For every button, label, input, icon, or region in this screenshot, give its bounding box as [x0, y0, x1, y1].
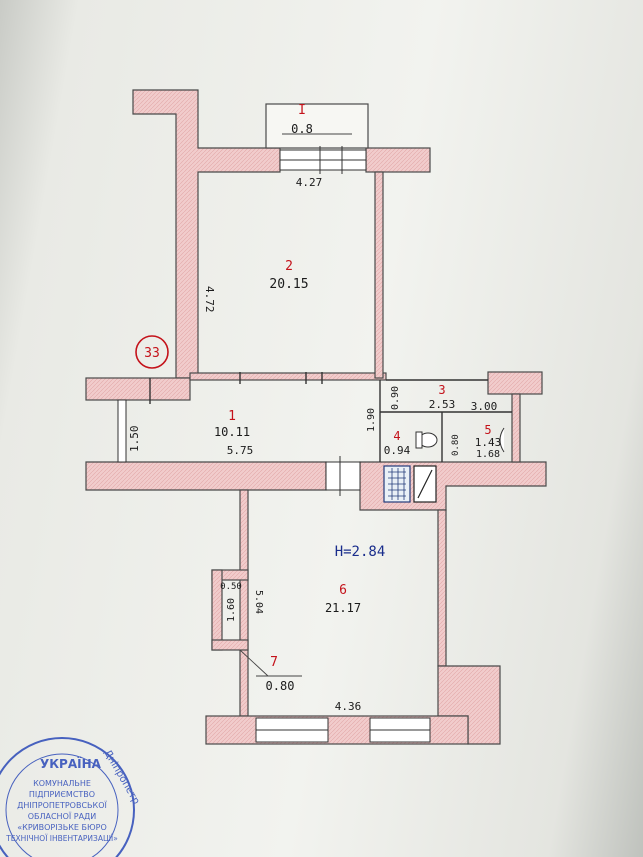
dim-top-width: 4.27 [296, 176, 323, 189]
room-3-number: 3 [438, 383, 445, 397]
official-stamp: УКРАЇНА Дніпропетр КОМУНАЛЬНЕ ПІДПРИЄМСТ… [0, 737, 142, 857]
dim-closet-width: 0.50 [220, 582, 242, 592]
room-labels: I 0.8 2 20.15 1 10.11 3 2.53 4 0.94 5 1.… [144, 103, 501, 693]
room-5-area: 1.43 [475, 436, 502, 449]
stamp-line-3: ДНІПРОПЕТРОВСЬКОЇ [17, 800, 107, 810]
dim-corridor-width: 1.50 [128, 426, 141, 453]
dim-room2-depth: 4.72 [203, 286, 216, 313]
room-6-number: 6 [339, 583, 347, 598]
room-6-area: 21.17 [325, 601, 361, 615]
partitions [149, 372, 512, 462]
stamp-line-6: ТЕХНІЧНОЇ ІНВЕНТАРИЗАЦІЇ» [5, 834, 118, 843]
room-4-area: 0.94 [384, 444, 411, 457]
dim-room6-depth: 5.04 [253, 590, 264, 614]
stamp-line-1: КОМУНАЛЬНЕ [33, 779, 91, 788]
room-3-area: 2.53 [429, 398, 456, 411]
room-4-number: 4 [393, 429, 400, 443]
room-7-area: 0.80 [266, 679, 295, 693]
building-number: 33 [144, 346, 160, 361]
bath-icon [499, 427, 505, 453]
windows [117, 146, 431, 743]
room-7-number: 7 [270, 655, 278, 670]
room-1-number: 1 [228, 409, 236, 424]
dim-room5-width: 3.00 [471, 400, 498, 413]
dim-room4-width: 0.80 [451, 434, 461, 456]
dim-closet-depth: 1.60 [226, 598, 237, 622]
dim-room5-depth: 1.68 [476, 449, 500, 460]
room-1-area: 10.11 [214, 425, 250, 439]
building-number-circle [135, 335, 169, 369]
stamp-line-5: «КРИВОРІЗЬКЕ БЮРО [17, 823, 107, 832]
dimension-labels: 4.27 4.72 1.50 5.75 0.90 1.90 3.00 1.68 … [128, 176, 500, 713]
room-2-number: 2 [285, 259, 293, 274]
dim-corridor-length: 5.75 [227, 444, 254, 457]
room-I-area: 0.8 [291, 122, 313, 136]
dim-bottom-width: 4.36 [335, 700, 362, 713]
kitchen-fixtures [383, 427, 505, 503]
ceiling-height: H=2.84 [335, 544, 386, 560]
room-I-number: I [298, 103, 306, 118]
room-5-number: 5 [484, 423, 491, 437]
dimension-lines [239, 133, 352, 677]
dim-passage: 1.90 [366, 408, 377, 432]
stamp-line-2: ПІДПРИЄМСТВО [29, 790, 95, 799]
room-2-area: 20.15 [269, 277, 308, 292]
stamp-line-4: ОБЛАСНОЇ РАДИ [28, 811, 97, 821]
dim-room3-depth: 0.90 [390, 386, 401, 410]
stamp-country: УКРАЇНА [40, 756, 102, 771]
